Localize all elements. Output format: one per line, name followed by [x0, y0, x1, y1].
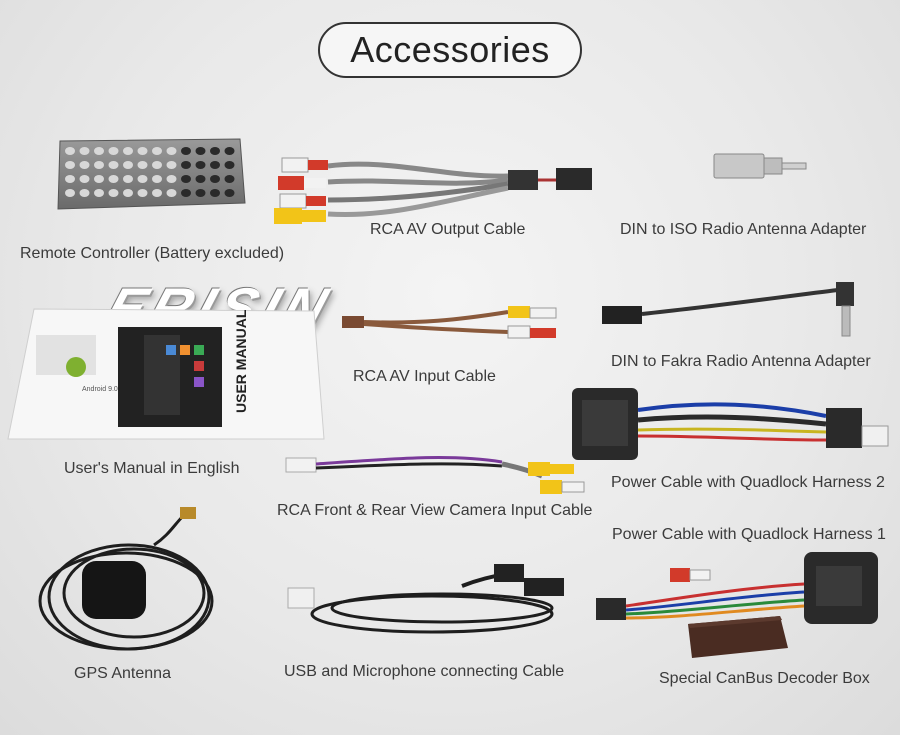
remote-button: [108, 147, 119, 155]
label-din-fakra: DIN to Fakra Radio Antenna Adapter: [611, 353, 871, 370]
remote-button: [65, 161, 75, 169]
remote-button: [137, 175, 148, 183]
remote-button: [94, 175, 104, 183]
remote-button: [123, 189, 133, 197]
remote-button: [65, 147, 75, 155]
manual-os-label: Android 9.0: [82, 386, 118, 393]
remote-button: [210, 161, 220, 169]
canbus-decoder-box-image: [688, 616, 788, 658]
remote-button: [210, 175, 220, 183]
remote-controller-image: [57, 138, 246, 210]
label-rca-input: RCA AV Input Cable: [353, 368, 496, 385]
rca-input-cable-image: [342, 306, 557, 339]
remote-button: [181, 175, 191, 183]
remote-button: [152, 147, 162, 155]
remote-button: [79, 161, 90, 169]
remote-button: [152, 175, 162, 183]
remote-button: [79, 175, 90, 183]
usb-mic-cable-image: [287, 564, 564, 634]
remote-button: [224, 189, 235, 197]
label-power-2: Power Cable with Quadlock Harness 2: [611, 474, 885, 491]
page-title: Accessories: [318, 22, 582, 78]
remote-button: [210, 189, 220, 197]
remote-button: [137, 161, 148, 169]
remote-button: [224, 161, 235, 169]
remote-button: [94, 189, 104, 197]
remote-button: [152, 161, 162, 169]
remote-button: [65, 175, 75, 183]
remote-button: [166, 189, 177, 197]
remote-button: [181, 147, 191, 155]
label-din-iso: DIN to ISO Radio Antenna Adapter: [620, 221, 867, 238]
remote-button: [166, 161, 177, 169]
remote-button: [94, 147, 104, 155]
label-gps: GPS Antenna: [74, 665, 171, 682]
remote-button: [123, 175, 133, 183]
rca-output-cable-image: [274, 157, 592, 224]
remote-button: [94, 161, 104, 169]
remote-button: [79, 189, 90, 197]
remote-button: [108, 189, 119, 197]
remote-button: [195, 175, 206, 183]
remote-button: [65, 189, 75, 197]
label-canbus: Special CanBus Decoder Box: [659, 670, 870, 687]
label-camera: RCA Front & Rear View Camera Input Cable: [277, 502, 593, 519]
remote-button: [108, 161, 119, 169]
din-fakra-adapter-image: [602, 282, 854, 337]
remote-button: [224, 147, 235, 155]
label-power-1: Power Cable with Quadlock Harness 1: [612, 526, 886, 543]
din-iso-adapter-image: [713, 153, 807, 179]
remote-button: [210, 147, 220, 155]
remote-button: [79, 147, 90, 155]
camera-input-cable-image: [285, 456, 585, 494]
remote-button: [166, 175, 177, 183]
manual-cover-text: USER MANUAL: [233, 309, 249, 413]
label-usb: USB and Microphone connecting Cable: [284, 663, 565, 680]
remote-button: [123, 161, 133, 169]
remote-button: [181, 189, 191, 197]
power-cable-harness-1-image: [596, 552, 878, 624]
remote-button: [195, 147, 206, 155]
remote-button: [108, 175, 119, 183]
label-remote: Remote Controller (Battery excluded): [20, 245, 285, 262]
label-manual: User's Manual in English: [64, 460, 240, 477]
user-manual-image: USER MANUAL Android 9.0: [7, 308, 325, 440]
remote-button: [181, 161, 191, 169]
remote-button: [123, 147, 133, 155]
remote-button: [166, 147, 177, 155]
remote-button: [224, 175, 235, 183]
label-rca-output: RCA AV Output Cable: [370, 221, 526, 238]
remote-button: [137, 189, 148, 197]
remote-button: [152, 189, 162, 197]
remote-button: [195, 189, 206, 197]
gps-antenna-image: [38, 507, 214, 651]
remote-button: [137, 147, 148, 155]
remote-button: [195, 161, 206, 169]
power-cable-harness-2-image: [572, 388, 889, 460]
